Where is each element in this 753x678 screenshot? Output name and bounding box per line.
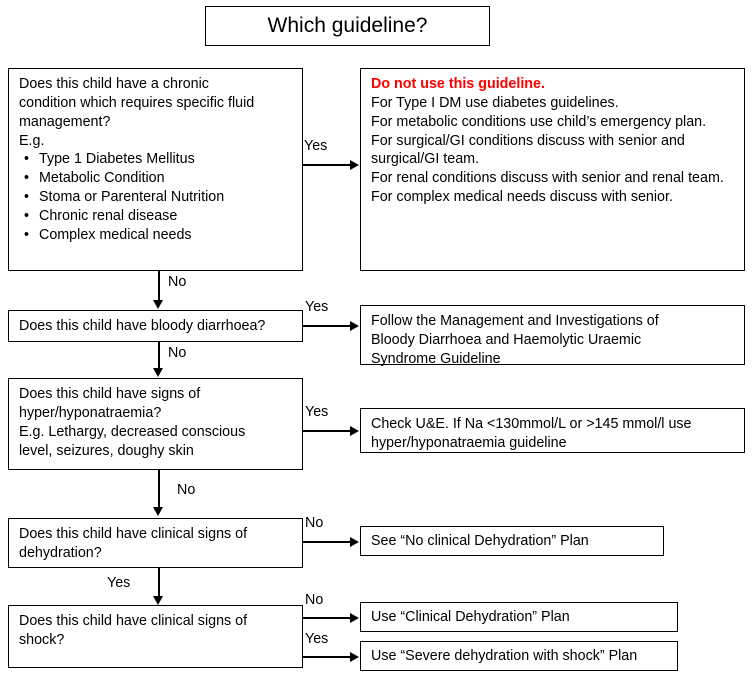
- list-item: Metabolic Condition: [19, 169, 293, 188]
- chronic-condition-list: Type 1 Diabetes Mellitus Metabolic Condi…: [19, 150, 293, 244]
- warning-line-4: For renal conditions discuss with senior…: [371, 170, 724, 187]
- edge-natraemia-yes-arrowhead: [350, 425, 359, 436]
- warning-line-2: For metabolic conditions use child’s eme…: [371, 113, 707, 130]
- edge-label-chronic-no: No: [168, 274, 187, 290]
- edge-diarrhoea-no-arrowhead: [153, 368, 164, 377]
- shock-question-line-1: Does this child have clinical signs of: [19, 613, 248, 629]
- natraemia-question-line-4: level, seizures, doughy skin: [19, 442, 194, 459]
- list-item: Chronic renal disease: [19, 207, 293, 226]
- chronic-question-line-3: management?: [19, 113, 111, 130]
- edge-shock-yes-line: [303, 656, 351, 658]
- edge-dehydration-no-arrowhead: [350, 536, 359, 547]
- warning-line-3: For surgical/GI conditions discuss with …: [371, 132, 685, 168]
- edge-chronic-yes-arrowhead: [350, 159, 359, 170]
- edge-label-diarrhoea-no: No: [168, 345, 187, 361]
- no-dehydration-plan-text: See “No clinical Dehydration” Plan: [371, 532, 589, 549]
- edge-label-shock-no: No: [305, 592, 324, 608]
- natraemia-outcome-line-1: Check U&E. If Na <130mmol/L or >145 mmol…: [371, 416, 692, 432]
- edge-label-dehydration-yes: Yes: [107, 575, 131, 591]
- edge-shock-yes-arrowhead: [350, 651, 359, 662]
- node-natraemia-outcome: Check U&E. If Na <130mmol/L or >145 mmol…: [360, 408, 745, 453]
- list-item: Stoma or Parenteral Nutrition: [19, 188, 293, 207]
- node-shock: Does this child have clinical signs of s…: [8, 605, 303, 668]
- edge-natraemia-yes-line: [303, 430, 351, 432]
- warning-line-5: For complex medical needs discuss with s…: [371, 189, 673, 206]
- shock-question-line-2: shock?: [19, 631, 65, 648]
- list-item: Complex medical needs: [19, 226, 293, 245]
- edge-label-dehydration-no: No: [305, 515, 324, 531]
- node-chronic-condition: Does this child have a chronic condition…: [8, 68, 303, 271]
- chronic-eg-label: E.g.: [19, 132, 45, 149]
- node-do-not-use-guideline: Do not use this guideline. For Type I DM…: [360, 68, 745, 271]
- dehydration-question-line-1: Does this child have clinical signs of: [19, 526, 248, 542]
- warning-line-1: For Type I DM use diabetes guidelines.: [371, 94, 619, 111]
- edge-chronic-no-arrowhead: [153, 300, 164, 309]
- edge-label-natraemia-no: No: [177, 482, 196, 498]
- edge-diarrhoea-yes-line: [303, 325, 351, 327]
- dehydration-question-line-2: dehydration?: [19, 544, 102, 561]
- edge-dehydration-yes-arrowhead: [153, 596, 164, 605]
- edge-natraemia-no-line: [158, 470, 160, 508]
- edge-natraemia-no-arrowhead: [153, 507, 164, 516]
- edge-diarrhoea-no-line: [158, 342, 160, 370]
- severe-shock-plan-text: Use “Severe dehydration with shock” Plan: [371, 647, 638, 664]
- clinical-dehydration-plan-text: Use “Clinical Dehydration” Plan: [371, 608, 570, 625]
- diarrhoea-outcome-line-1: Follow the Management and Investigations…: [371, 313, 659, 329]
- node-natraemia: Does this child have signs of hyper/hypo…: [8, 378, 303, 470]
- node-dehydration: Does this child have clinical signs of d…: [8, 518, 303, 568]
- bloody-diarrhoea-question: Does this child have bloody diarrhoea?: [19, 317, 266, 334]
- edge-chronic-no-line: [158, 271, 160, 303]
- chart-title-box: Which guideline?: [205, 6, 490, 46]
- natraemia-question-line-3: E.g. Lethargy, decreased conscious: [19, 423, 246, 440]
- node-bloody-diarrhoea-outcome: Follow the Management and Investigations…: [360, 305, 745, 367]
- chart-title-text: Which guideline?: [267, 14, 428, 37]
- list-item: Type 1 Diabetes Mellitus: [19, 150, 293, 169]
- natraemia-question-line-1: Does this child have signs of: [19, 386, 201, 402]
- natraemia-outcome-line-2: hyper/hyponatraemia guideline: [371, 434, 567, 451]
- edge-dehydration-yes-line: [158, 568, 160, 598]
- edge-dehydration-no-line: [303, 541, 351, 543]
- edge-shock-no-line: [303, 617, 351, 619]
- node-bloody-diarrhoea: Does this child have bloody diarrhoea?: [8, 310, 303, 342]
- edge-label-shock-yes: Yes: [305, 631, 329, 647]
- node-no-dehydration-plan: See “No clinical Dehydration” Plan: [360, 526, 664, 556]
- natraemia-question-line-2: hyper/hyponatraemia?: [19, 404, 162, 421]
- diarrhoea-outcome-line-3: Syndrome Guideline: [371, 350, 501, 367]
- warning-heading: Do not use this guideline.: [371, 76, 545, 92]
- node-severe-shock-plan: Use “Severe dehydration with shock” Plan: [360, 641, 678, 671]
- edge-label-diarrhoea-yes: Yes: [305, 299, 329, 315]
- node-clinical-dehydration-plan: Use “Clinical Dehydration” Plan: [360, 602, 678, 632]
- chronic-question-line-2: condition which requires specific fluid: [19, 94, 255, 111]
- chronic-question-line-1: Does this child have a chronic: [19, 76, 209, 92]
- diarrhoea-outcome-line-2: Bloody Diarrhoea and Haemolytic Uraemic: [371, 331, 642, 348]
- edge-diarrhoea-yes-arrowhead: [350, 320, 359, 331]
- edge-label-natraemia-yes: Yes: [305, 404, 329, 420]
- edge-label-chronic-yes: Yes: [304, 138, 328, 154]
- edge-shock-no-arrowhead: [350, 612, 359, 623]
- edge-chronic-yes-line: [303, 164, 351, 166]
